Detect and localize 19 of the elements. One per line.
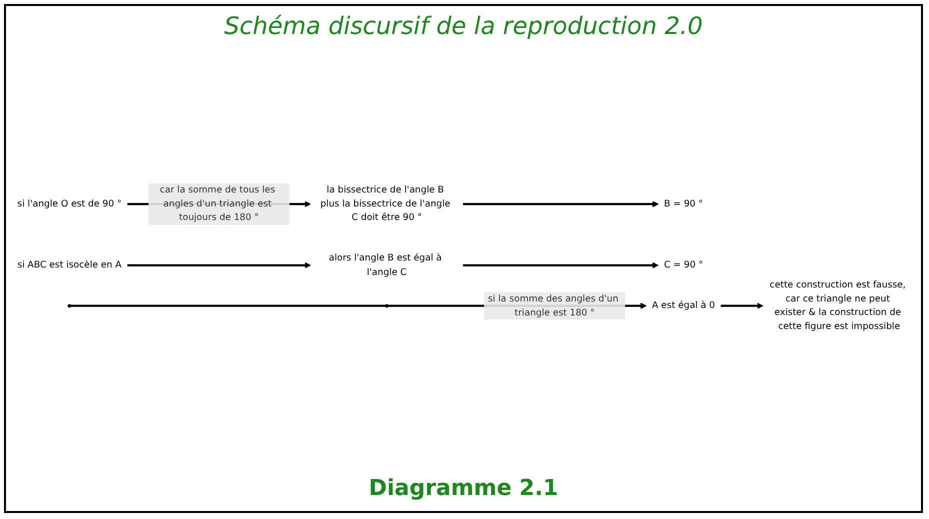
node-text: A est égal à 0 [652, 300, 716, 311]
diagram-caption: Diagramme 2.1 [368, 476, 558, 501]
connector [70, 304, 386, 306]
node-circle [68, 304, 72, 308]
node-text: B = 90 ° [664, 198, 703, 209]
node-circle [385, 304, 389, 308]
node-text: si ABC est isocèle en A [17, 259, 122, 270]
node-text: alors l'angle B est égal à l'angle C [328, 252, 442, 277]
node-text: si l'angle O est de 90 ° [17, 198, 122, 209]
node-text: la bissectrice de l'angle B plus la bissectrice de l'angle C doit être 90 ° [320, 184, 450, 223]
arrow [462, 200, 659, 207]
arrow [720, 302, 764, 309]
arrow [127, 262, 311, 268]
edge-label: car la somme de tous les angles d'un triangle est toujours de 180 ° [160, 184, 276, 223]
node-text: C = 90 ° [664, 259, 704, 270]
edge-label: si la somme des angles d'un triangle est 180 ° [488, 293, 618, 318]
diagram-title: Schéma discursif de la reproduction 2.0 [224, 12, 703, 40]
node-text: cette construction est fausse, car ce triangle ne peut exister & la construction de cette figure est impossible [770, 279, 906, 332]
arrow [462, 262, 659, 268]
